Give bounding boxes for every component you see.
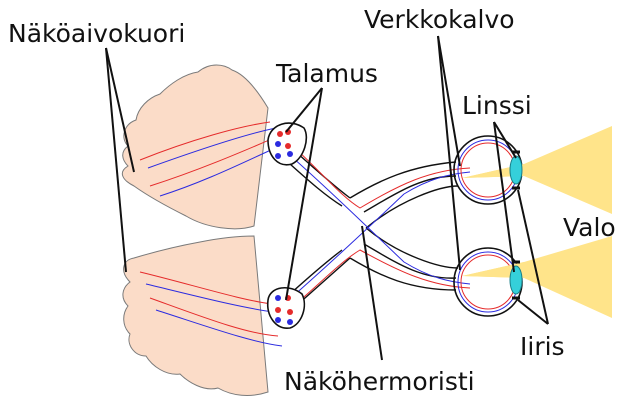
label-thalamus: Talamus — [275, 59, 378, 88]
upper-cortex-shape — [122, 65, 268, 229]
upper-visual-cortex — [122, 65, 280, 229]
label-iris: Iiris — [520, 332, 565, 361]
lower-eye — [454, 248, 524, 316]
label-visual-cortex: Näköaivokuori — [8, 19, 185, 48]
label-retina: Verkkokalvo — [364, 5, 515, 34]
upper-light-beam — [462, 126, 612, 214]
lower-lens — [510, 266, 522, 294]
label-light: Valo — [563, 213, 616, 242]
upper-eye — [454, 136, 524, 204]
upper-lens — [510, 156, 522, 184]
label-lens: Linssi — [462, 91, 532, 120]
lower-visual-cortex — [123, 236, 282, 395]
optic-pathways — [290, 152, 458, 306]
lower-cortex-shape — [123, 236, 268, 395]
label-optic-chiasm: Näköhermoristi — [284, 367, 475, 396]
